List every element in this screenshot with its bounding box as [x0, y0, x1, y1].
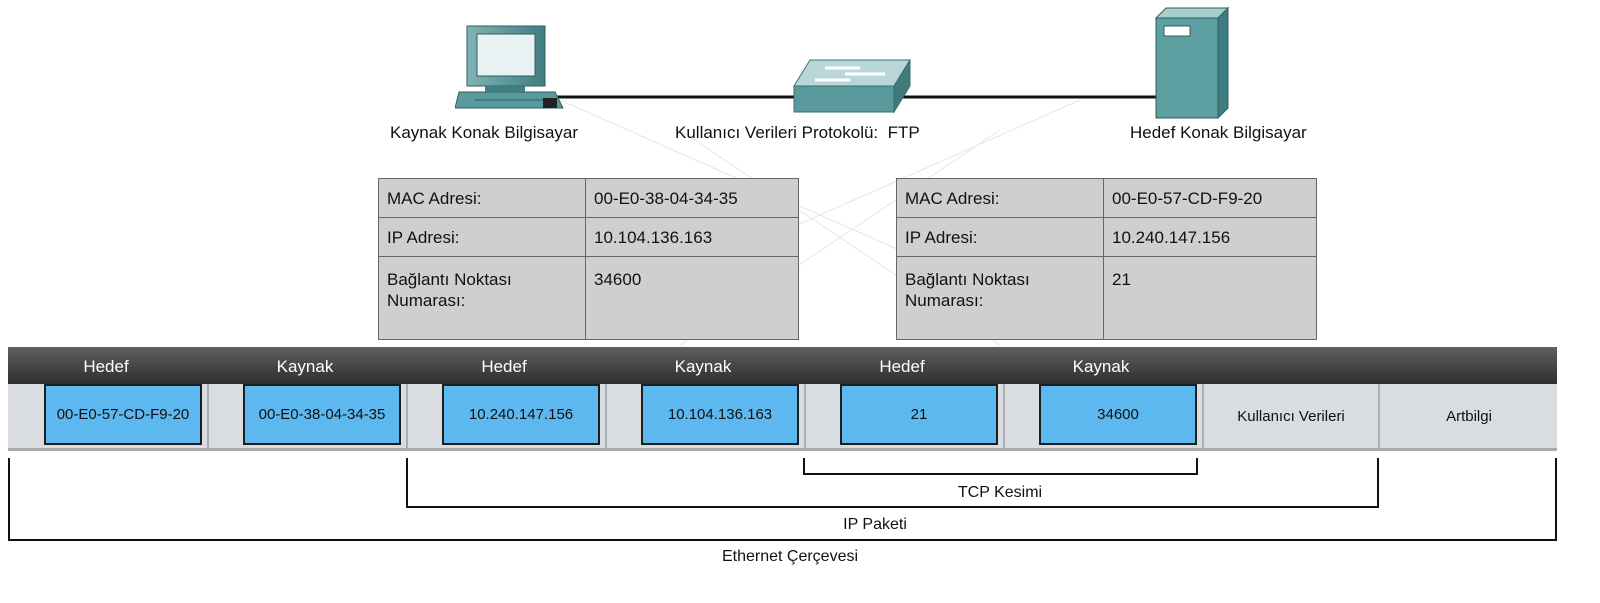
destination-host-label: Hedef Konak Bilgisayar — [1130, 123, 1307, 142]
ethernet-frame-bracket — [8, 458, 1557, 541]
source-port-label: Bağlantı Noktası Numarası: — [378, 256, 586, 340]
frame-divider — [207, 384, 209, 448]
frame-divider — [406, 384, 408, 448]
source-ip-label: IP Adresi: — [378, 217, 586, 257]
frame-header-label: Kaynak — [1072, 357, 1130, 376]
frame-header-bar — [8, 347, 1557, 384]
source-port-field: 34600 — [1039, 384, 1197, 445]
frame-divider — [1202, 384, 1204, 448]
frame-header-label: Kaynak — [276, 357, 334, 376]
dest-port-field: 21 — [840, 384, 998, 445]
trailer-field: Artbilgi — [1446, 407, 1492, 425]
frame-header-label: Hedef — [83, 357, 129, 376]
source-ip-field: 10.104.136.163 — [641, 384, 799, 445]
source-port-value: 34600 — [585, 256, 799, 340]
dest-ip-field: 10.240.147.156 — [442, 384, 600, 445]
protocol-label: Kullanıcı Verileri Protokolü: FTP — [675, 123, 920, 142]
frame-header-label: Kaynak — [674, 357, 732, 376]
frame-divider — [1378, 384, 1380, 448]
frame-divider — [1003, 384, 1005, 448]
source-host-label: Kaynak Konak Bilgisayar — [390, 123, 579, 142]
dest-ip-value: 10.240.147.156 — [1103, 217, 1317, 257]
ip-packet-bracket — [406, 458, 1379, 508]
source-address-table: MAC Adresi: 00-E0-38-04-34-35 IP Adresi:… — [378, 178, 799, 340]
tcp-segment-bracket — [803, 458, 1198, 475]
user-data-field: Kullanıcı Verileri — [1237, 407, 1345, 425]
switch-icon — [793, 58, 911, 114]
desktop-computer-icon — [455, 25, 564, 109]
tcp-segment-label: TCP Kesimi — [957, 484, 1043, 501]
frame-divider — [605, 384, 607, 448]
destination-address-table: MAC Adresi: 00-E0-57-CD-F9-20 IP Adresi:… — [896, 178, 1317, 340]
server-icon — [1154, 6, 1230, 120]
frame-divider — [804, 384, 806, 448]
source-mac-field: 00-E0-38-04-34-35 — [243, 384, 401, 445]
frame-header-label: Hedef — [879, 357, 925, 376]
ip-packet-label: IP Paketi — [843, 516, 907, 533]
frame-header-label: Hedef — [481, 357, 527, 376]
dest-mac-field: 00-E0-57-CD-F9-20 — [44, 384, 202, 445]
source-ip-value: 10.104.136.163 — [585, 217, 799, 257]
dest-mac-label: MAC Adresi: — [896, 178, 1104, 218]
dest-port-label: Bağlantı Noktası Numarası: — [896, 256, 1104, 340]
ethernet-frame-label: Ethernet Çerçevesi — [721, 548, 859, 565]
source-mac-label: MAC Adresi: — [378, 178, 586, 218]
source-mac-value: 00-E0-38-04-34-35 — [585, 178, 799, 218]
dest-port-value: 21 — [1103, 256, 1317, 340]
